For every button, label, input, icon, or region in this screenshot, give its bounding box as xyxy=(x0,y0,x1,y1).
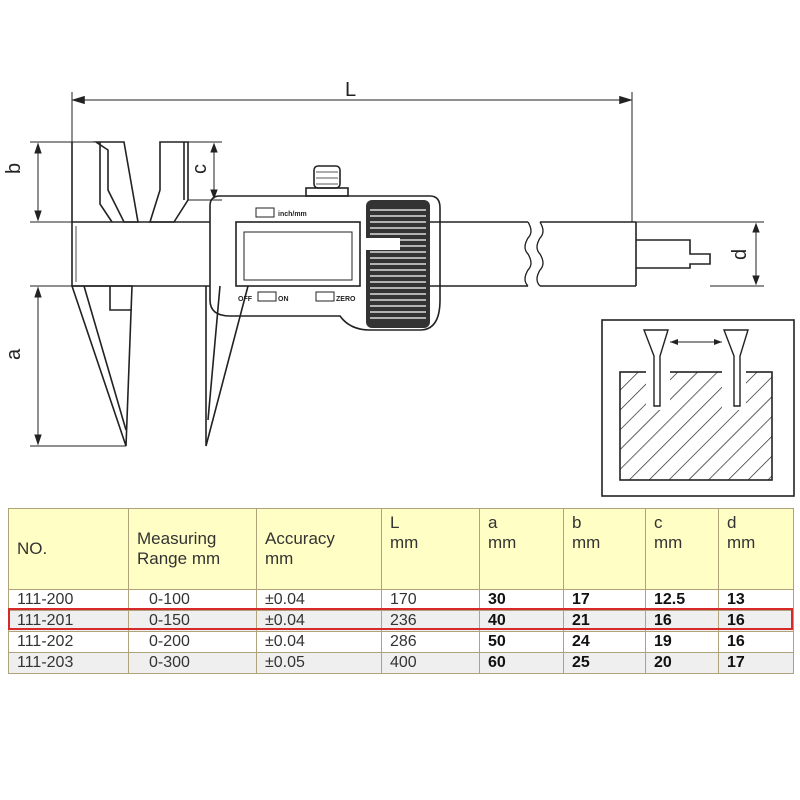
cell-b: 24 xyxy=(564,632,646,653)
table-row: 111-202 0-200 ±0.04 286 50 24 19 16 xyxy=(9,632,794,653)
cell-d: 16 xyxy=(719,632,794,653)
cell-range: 0-200 xyxy=(129,632,257,653)
off-label: OFF xyxy=(238,296,253,303)
cell-L: 236 xyxy=(382,611,480,632)
cell-accuracy: ±0.04 xyxy=(257,632,382,653)
inset-measurement-illustration xyxy=(602,320,794,496)
cell-model-no: 111-203 xyxy=(9,653,129,674)
cell-a: 30 xyxy=(480,590,564,611)
cell-a: 60 xyxy=(480,653,564,674)
unit-toggle-label: inch/mm xyxy=(278,211,307,218)
cell-accuracy: ±0.04 xyxy=(257,611,382,632)
header-no: NO. xyxy=(9,509,129,590)
cell-model-no: 111-200 xyxy=(9,590,129,611)
cell-d: 13 xyxy=(719,590,794,611)
dim-label-c: c xyxy=(189,164,211,174)
cell-c: 20 xyxy=(646,653,719,674)
cell-c: 19 xyxy=(646,632,719,653)
header-c: cmm xyxy=(646,509,719,590)
cell-model-no: 111-201 xyxy=(9,611,129,632)
cell-c: 12.5 xyxy=(646,590,719,611)
header-L: Lmm xyxy=(382,509,480,590)
cell-L: 286 xyxy=(382,632,480,653)
dim-label-L: L xyxy=(345,79,356,101)
cell-d: 17 xyxy=(719,653,794,674)
cell-accuracy: ±0.05 xyxy=(257,653,382,674)
header-a: amm xyxy=(480,509,564,590)
cell-c: 16 xyxy=(646,611,719,632)
header-measuring-range: MeasuringRange mm xyxy=(129,509,257,590)
cell-range: 0-100 xyxy=(129,590,257,611)
cell-b: 25 xyxy=(564,653,646,674)
header-b: bmm xyxy=(564,509,646,590)
cell-range: 0-150 xyxy=(129,611,257,632)
cell-a: 50 xyxy=(480,632,564,653)
zero-label: ZERO xyxy=(336,296,356,303)
cell-model-no: 111-202 xyxy=(9,632,129,653)
cell-b: 21 xyxy=(564,611,646,632)
dim-label-d: d xyxy=(729,249,751,260)
header-accuracy: Accuracymm xyxy=(257,509,382,590)
dim-label-b: b xyxy=(3,163,25,174)
spec-table: NO. MeasuringRange mm Accuracymm Lmm amm… xyxy=(8,508,794,674)
cell-L: 400 xyxy=(382,653,480,674)
table-row: 111-201 0-150 ±0.04 236 40 21 16 16 xyxy=(9,611,794,632)
table-row: 111-200 0-100 ±0.04 170 30 17 12.5 13 xyxy=(9,590,794,611)
cell-a: 40 xyxy=(480,611,564,632)
cell-L: 170 xyxy=(382,590,480,611)
cell-accuracy: ±0.04 xyxy=(257,590,382,611)
table-header-row: NO. MeasuringRange mm Accuracymm Lmm amm… xyxy=(9,509,794,590)
cell-d: 16 xyxy=(719,611,794,632)
table-row: 111-203 0-300 ±0.05 400 60 25 20 17 xyxy=(9,653,794,674)
thumb-wheel xyxy=(366,200,430,328)
caliper-diagram: inch/mm OFF ON ZERO L b a c d xyxy=(0,0,800,500)
cell-range: 0-300 xyxy=(129,653,257,674)
header-d: dmm xyxy=(719,509,794,590)
dim-label-a: a xyxy=(3,348,25,360)
cell-b: 17 xyxy=(564,590,646,611)
on-label: ON xyxy=(278,296,289,303)
